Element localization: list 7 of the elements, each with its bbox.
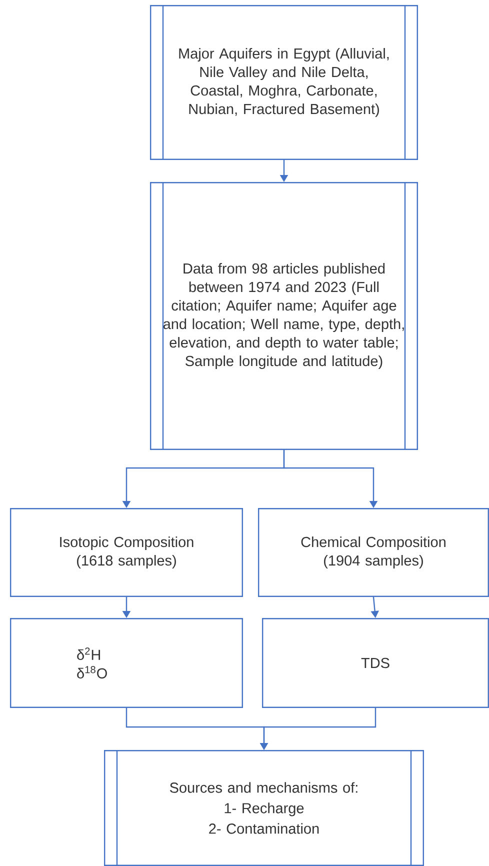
process-box: Chemical Composition (1904 samples)	[258, 508, 489, 597]
predefined-process-box: Major Aquifers in Egypt (Alluvial, Nile Valley and Nile Delta, Coastal, Moghra, Carbonate, Nubian, Fractured Basement)	[150, 5, 418, 160]
predefined-process-box: Sources and mechanisms of: 1- Recharge 2- Contamination	[104, 750, 424, 866]
process-box: TDS	[262, 618, 489, 708]
predefined-process-box: Data from 98 articles published between 1974 and 2023 (Full citation; Aquifer name; Aquifer age and location; Well name, type, depth, elevation, and depth to water table; Sample longitude and latitude)	[150, 182, 418, 450]
process-box: δ$^{2}$H δ$^{18}$O	[10, 618, 243, 708]
process-box: Isotopic Composition (1618 samples)	[10, 508, 243, 597]
